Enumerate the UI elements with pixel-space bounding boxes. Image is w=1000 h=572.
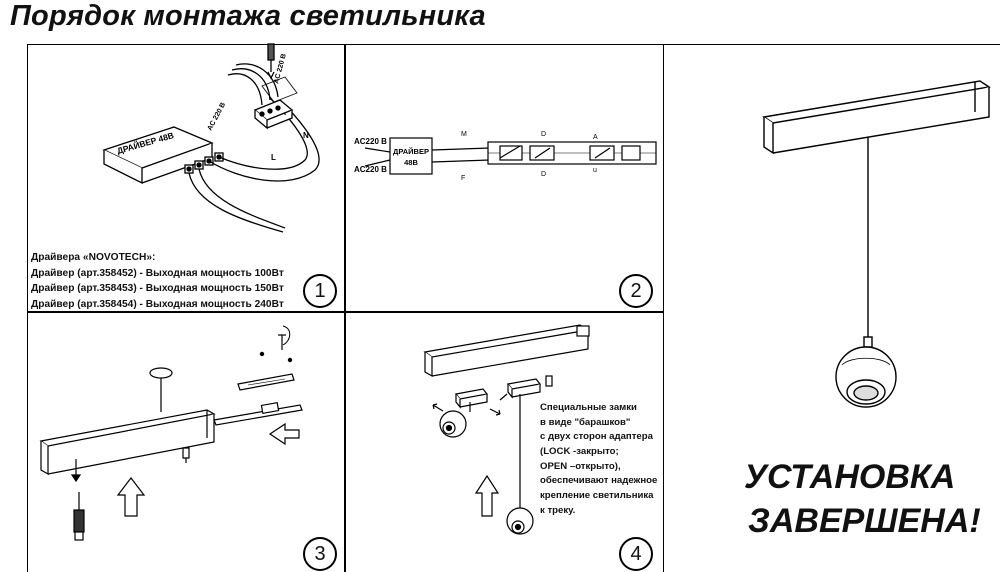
svg-text:A: A	[593, 134, 598, 141]
up-arrow-icon	[116, 477, 146, 517]
page-title: Порядок монтажа светильника	[10, 0, 486, 32]
step3-illustration	[39, 325, 303, 541]
step2-driver-line1: ДРАЙВЕР	[393, 147, 429, 156]
installation-complete: УСТАНОВКА ЗАВЕРШЕНА!	[744, 455, 981, 543]
step3-panel	[27, 311, 346, 572]
step-number-1: 1	[303, 274, 337, 308]
screwdriver-icon	[267, 43, 275, 80]
wire-l-label: L	[271, 153, 276, 162]
step2-driver-line2: 48В	[404, 158, 418, 167]
lock-text-line: с двух сторон адаптера	[540, 431, 653, 443]
screwdriver-icon-step3	[73, 492, 85, 541]
step-number-4: 4	[619, 537, 653, 571]
lock-text-line: (LOCK -закрыто;	[540, 446, 619, 458]
lock-text-line: Специальные замки	[540, 402, 637, 413]
wire-n-label: N	[303, 131, 309, 140]
lock-text-line: в виде "барашков"	[540, 416, 631, 428]
mains-label-left: AC 220 В	[207, 102, 228, 132]
driver-list-item: Драйвер (арт.358454) - Выходная мощность…	[31, 298, 284, 310]
installation-complete-line2: ЗАВЕРШЕНА!	[748, 502, 981, 540]
lock-description: Специальные замки в виде "барашков" с дв…	[540, 401, 657, 519]
spot-adapter	[439, 388, 489, 438]
track-profile	[39, 409, 216, 476]
step-number-2: 2	[619, 274, 653, 308]
up-arrow-icon-step4	[474, 474, 500, 517]
final-panel	[662, 44, 1000, 572]
lock-text-line: к треку.	[540, 504, 576, 516]
lock-text-line: OPEN –открыто),	[540, 460, 621, 472]
step2-driver-box	[389, 137, 433, 175]
driver-list: Драйвера «NOVOTECH»: Драйвер (арт.358452…	[31, 250, 284, 312]
svg-text:F: F	[461, 175, 465, 182]
pendant-adapter	[506, 375, 553, 535]
step2-illustration: AC220 В L AC220 В L ДРАЙВЕР 48В M F D D …	[354, 131, 657, 182]
step2-panel	[344, 44, 664, 313]
step4-track	[423, 324, 590, 378]
driver-list-heading: Драйвера «NOVOTECH»:	[31, 252, 156, 263]
wire-connector	[253, 99, 294, 130]
driver-list-item: Драйвер (арт.358452) - Выходная мощность…	[31, 267, 284, 279]
step1-illustration: ДРАЙВЕР 48В	[102, 43, 320, 233]
step-number-3: 3	[303, 537, 337, 571]
ceiling-mount	[149, 367, 173, 379]
step4-illustration	[423, 324, 590, 535]
svg-text:u: u	[593, 167, 597, 174]
lock-text-line: обеспечивают надежное	[540, 475, 658, 487]
svg-text:D: D	[541, 171, 546, 178]
driver-list-item: Драйвер (арт.358453) - Выходная мощность…	[31, 283, 284, 295]
installation-complete-line1: УСТАНОВКА	[744, 458, 956, 496]
final-illustration	[762, 80, 991, 408]
svg-text:M: M	[461, 131, 467, 138]
left-arrow-icon	[268, 422, 300, 446]
driver-box: ДРАЙВЕР 48В	[102, 126, 214, 185]
svg-text:D: D	[541, 131, 546, 138]
mains-label-right: AC 220 В	[273, 53, 288, 84]
step2-ac-bottom: AC220 В L	[354, 165, 394, 174]
step4-panel	[344, 311, 664, 572]
step2-ac-top: AC220 В L	[354, 137, 394, 146]
lock-text-line: крепление светильника	[540, 490, 654, 502]
step1-panel	[27, 44, 346, 313]
step2-track	[487, 141, 657, 165]
